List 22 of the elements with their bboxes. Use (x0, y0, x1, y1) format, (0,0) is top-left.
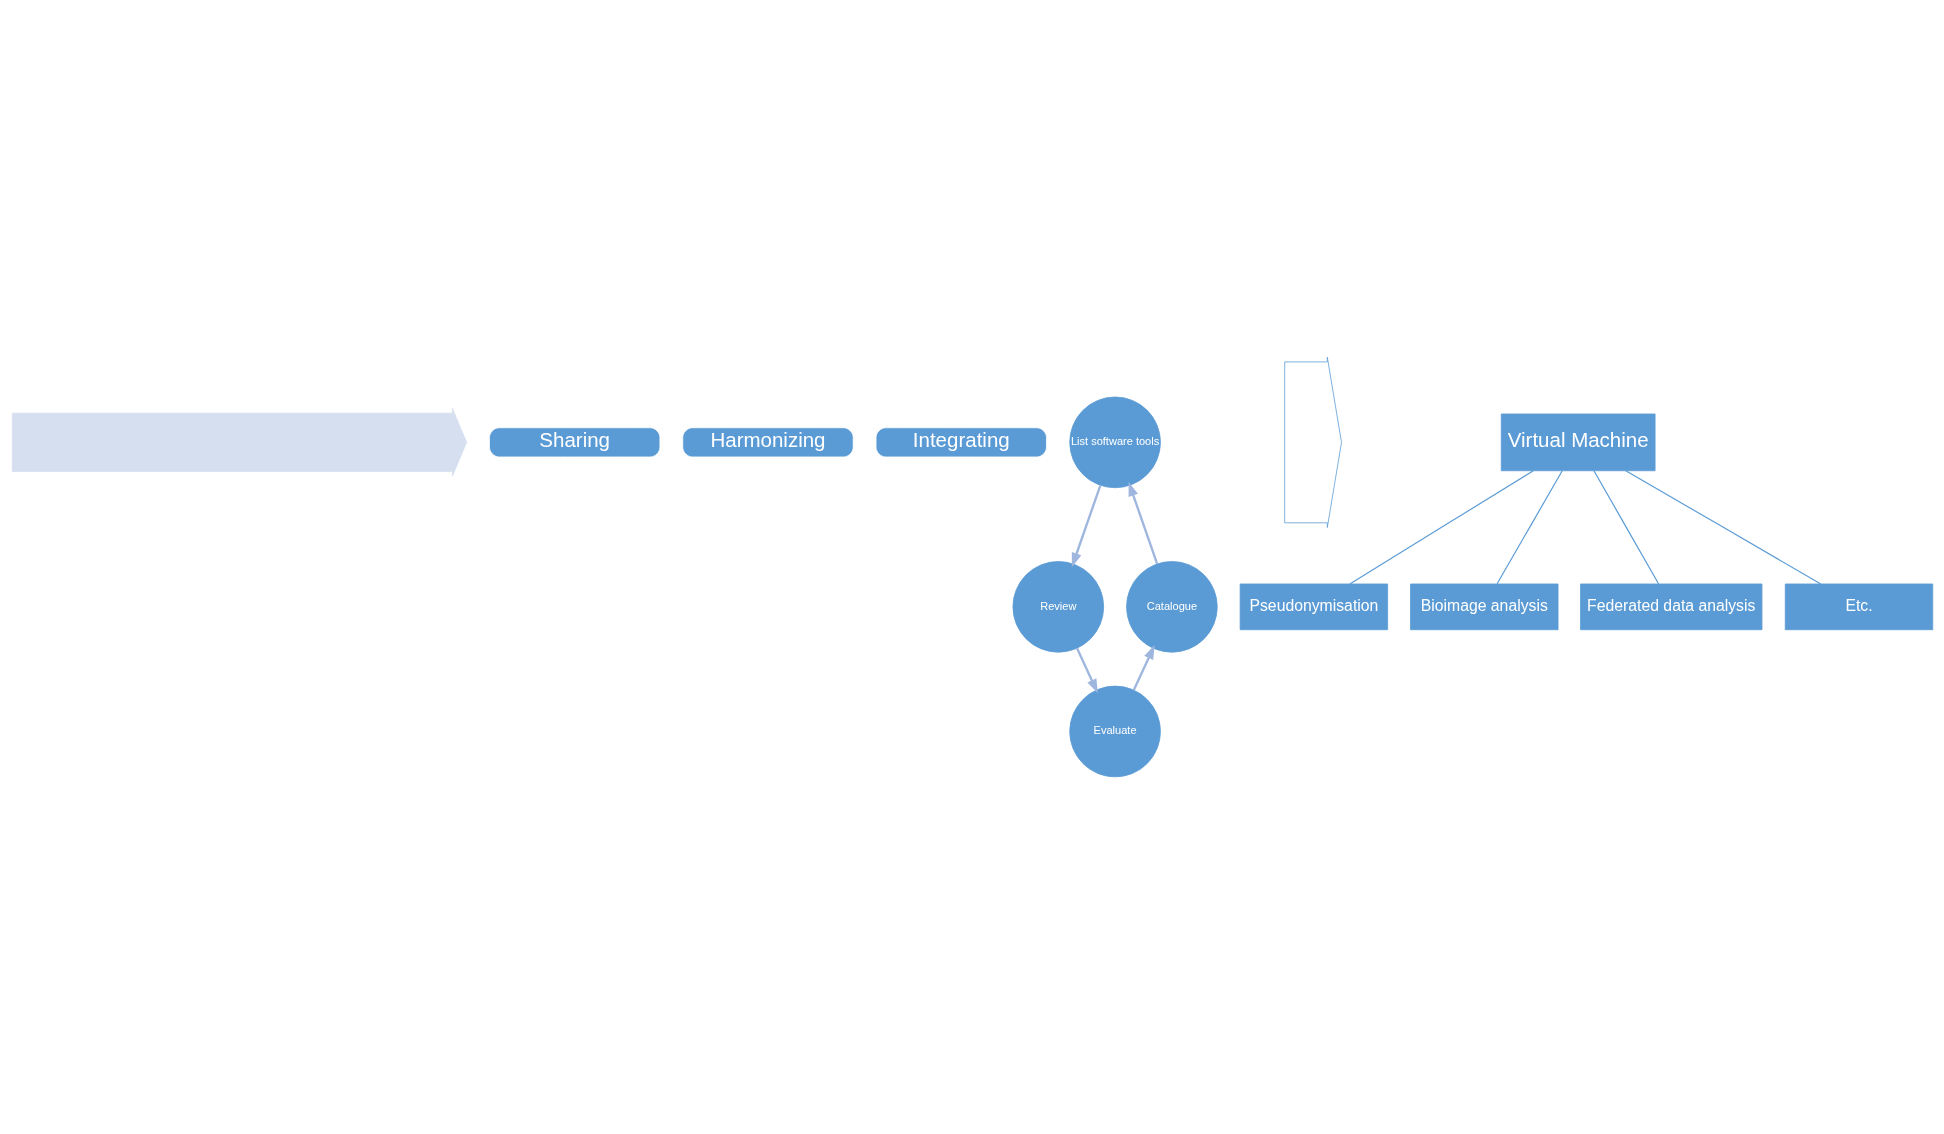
arrow (1075, 647, 1098, 694)
node-circle: Catalogue (1125, 561, 1218, 653)
node-box: Harmonizing (681, 427, 854, 458)
connector (1592, 470, 1659, 585)
node-box: Sharing (488, 427, 660, 458)
node-box: Virtual Machine (1500, 413, 1655, 472)
node-circle: Review (1012, 561, 1104, 653)
arrow (1132, 645, 1155, 691)
connector (1624, 470, 1821, 585)
node-box: Pseudonymisation (1239, 583, 1388, 631)
node-arrow (11, 408, 467, 477)
arrow (1071, 484, 1101, 568)
connector (1496, 470, 1563, 585)
node-arrow (1283, 356, 1342, 528)
node-box: Federated data analysis (1579, 583, 1762, 631)
node-box: Etc. (1784, 583, 1933, 631)
connector (1348, 470, 1534, 585)
node-box: Integrating (875, 427, 1047, 458)
node-circle: List software tools (1068, 396, 1161, 489)
node-circle: Evaluate (1068, 685, 1161, 778)
arrow (1128, 481, 1158, 565)
node-box: Bioimage analysis (1409, 583, 1558, 631)
